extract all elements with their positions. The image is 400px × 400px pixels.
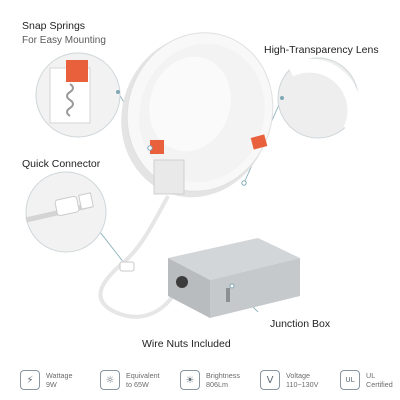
downlight-panel	[121, 32, 274, 198]
spec-value: 9W	[46, 380, 57, 389]
spec-label: UL	[366, 371, 376, 380]
spec-value: Certified	[366, 380, 393, 389]
wattage-icon: ⚡	[20, 370, 40, 390]
wire-nuts-label: Wire Nuts Included	[142, 338, 231, 350]
spec-value: 110~130V	[286, 380, 319, 389]
connection-wire	[98, 195, 180, 319]
snap-springs-callout	[35, 52, 121, 138]
quick-connector-plug	[119, 261, 135, 272]
equivalent-icon: ☼	[100, 370, 120, 390]
lens-label: High-Transparency Lens	[264, 44, 379, 56]
junction-box	[168, 238, 300, 318]
spec-value: to 65W	[126, 380, 149, 389]
spec-label: Wattage	[46, 371, 73, 380]
snap-springs-label: Snap Springs	[22, 20, 86, 32]
snap-springs-sublabel: For Easy Mounting	[22, 35, 106, 46]
junction-box-label: Junction Box	[270, 318, 331, 330]
quick-connector-label: Quick Connector	[22, 158, 101, 170]
quick-connector-callout	[25, 171, 130, 270]
ul-certified-icon: UL	[340, 370, 360, 390]
brightness-icon: ☀	[180, 370, 200, 390]
spec-label: Voltage	[286, 371, 310, 380]
lens-callout	[277, 57, 362, 139]
voltage-icon: V	[260, 370, 280, 390]
spec-value: 806Lm	[206, 380, 228, 389]
spec-label: Brightness	[206, 371, 240, 380]
product-illustration	[25, 32, 362, 319]
spec-label: Equivalent	[126, 371, 160, 380]
